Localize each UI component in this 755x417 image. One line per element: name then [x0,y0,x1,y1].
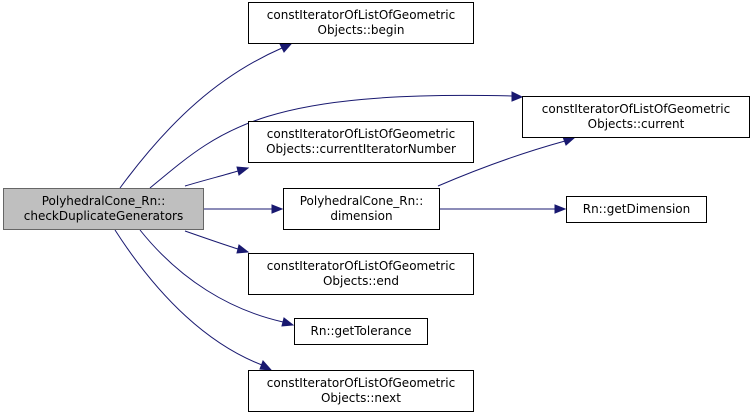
node-next-line2: Objects::next [320,391,401,405]
edge-root-to-current-iterator-number [184,170,239,187]
node-end-line2: Objects::end [322,274,400,288]
node-get-tolerance[interactable]: Rn::getTolerance [294,318,428,345]
node-dimension-line1: PolyhedralCone_Rn:: [299,194,424,208]
edge-root-to-begin [119,47,283,189]
arrowhead-current-iterator-number [236,166,250,176]
arrowhead-get-dimension [554,204,567,214]
node-check-duplicate-generators-line2: checkDuplicateGenerators [23,209,184,223]
arrowhead-current [511,91,524,102]
node-get-dimension[interactable]: Rn::getDimension [566,196,707,223]
edge-root-to-next [114,229,263,366]
node-begin[interactable]: constIteratorOfListOfGeometric Objects::… [248,2,474,44]
node-current-iterator-number[interactable]: constIteratorOfListOfGeometric Objects::… [248,121,474,163]
node-end-line1: constIteratorOfListOfGeometric [266,259,456,273]
node-next-line1: constIteratorOfListOfGeometric [266,376,456,390]
node-check-duplicate-generators-line1: PolyhedralCone_Rn:: [41,194,166,208]
arrowhead-next [259,360,273,371]
node-begin-line1: constIteratorOfListOfGeometric [266,8,456,22]
node-next[interactable]: constIteratorOfListOfGeometric Objects::… [248,370,474,412]
arrowhead-dimension [271,204,284,214]
node-current-line2: Objects::current [587,117,685,131]
node-current-iterator-number-line1: constIteratorOfListOfGeometric [266,127,456,141]
arrowhead-get-tolerance [281,317,295,327]
arrowhead-end [236,244,250,254]
node-begin-line2: Objects::begin [317,23,405,37]
edge-dimension-to-current [437,140,566,187]
node-current-line1: constIteratorOfListOfGeometric [541,102,731,116]
node-current[interactable]: constIteratorOfListOfGeometric Objects::… [522,96,750,138]
arrowhead-dimension-current [562,136,576,146]
edge-root-to-end [184,230,239,250]
node-dimension[interactable]: PolyhedralCone_Rn:: dimension [283,188,440,230]
node-check-duplicate-generators: PolyhedralCone_Rn:: checkDuplicateGenera… [3,188,204,230]
edge-root-to-current [149,94,513,189]
arrowhead-begin [279,43,293,53]
node-get-tolerance-label: Rn::getTolerance [310,324,412,338]
node-end[interactable]: constIteratorOfListOfGeometric Objects::… [248,253,474,295]
node-dimension-line2: dimension [330,209,393,223]
node-get-dimension-label: Rn::getDimension [582,202,691,216]
edge-root-to-get-tolerance [139,229,284,323]
node-current-iterator-number-line2: Objects::currentIteratorNumber [266,142,456,156]
